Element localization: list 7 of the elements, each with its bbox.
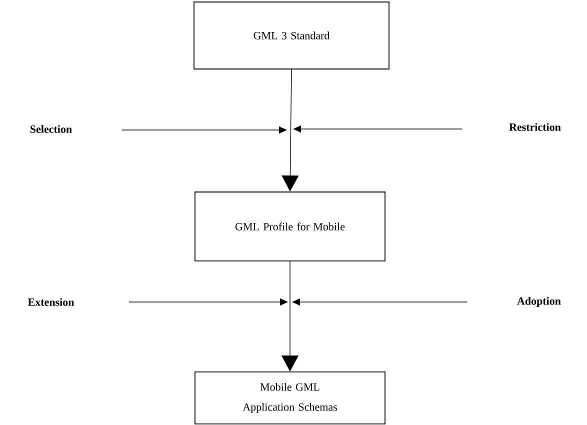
operation-label: Extension [28,298,74,306]
process-box: GML 3 Standard [194,2,390,70]
operation-label: Selection [30,125,72,133]
operation-label: Restriction [509,123,561,131]
process-box: Mobile GML Application Schemas [194,372,386,424]
process-box: GML Profile for Mobile [194,192,386,262]
operation-label: Adoption [517,297,561,307]
